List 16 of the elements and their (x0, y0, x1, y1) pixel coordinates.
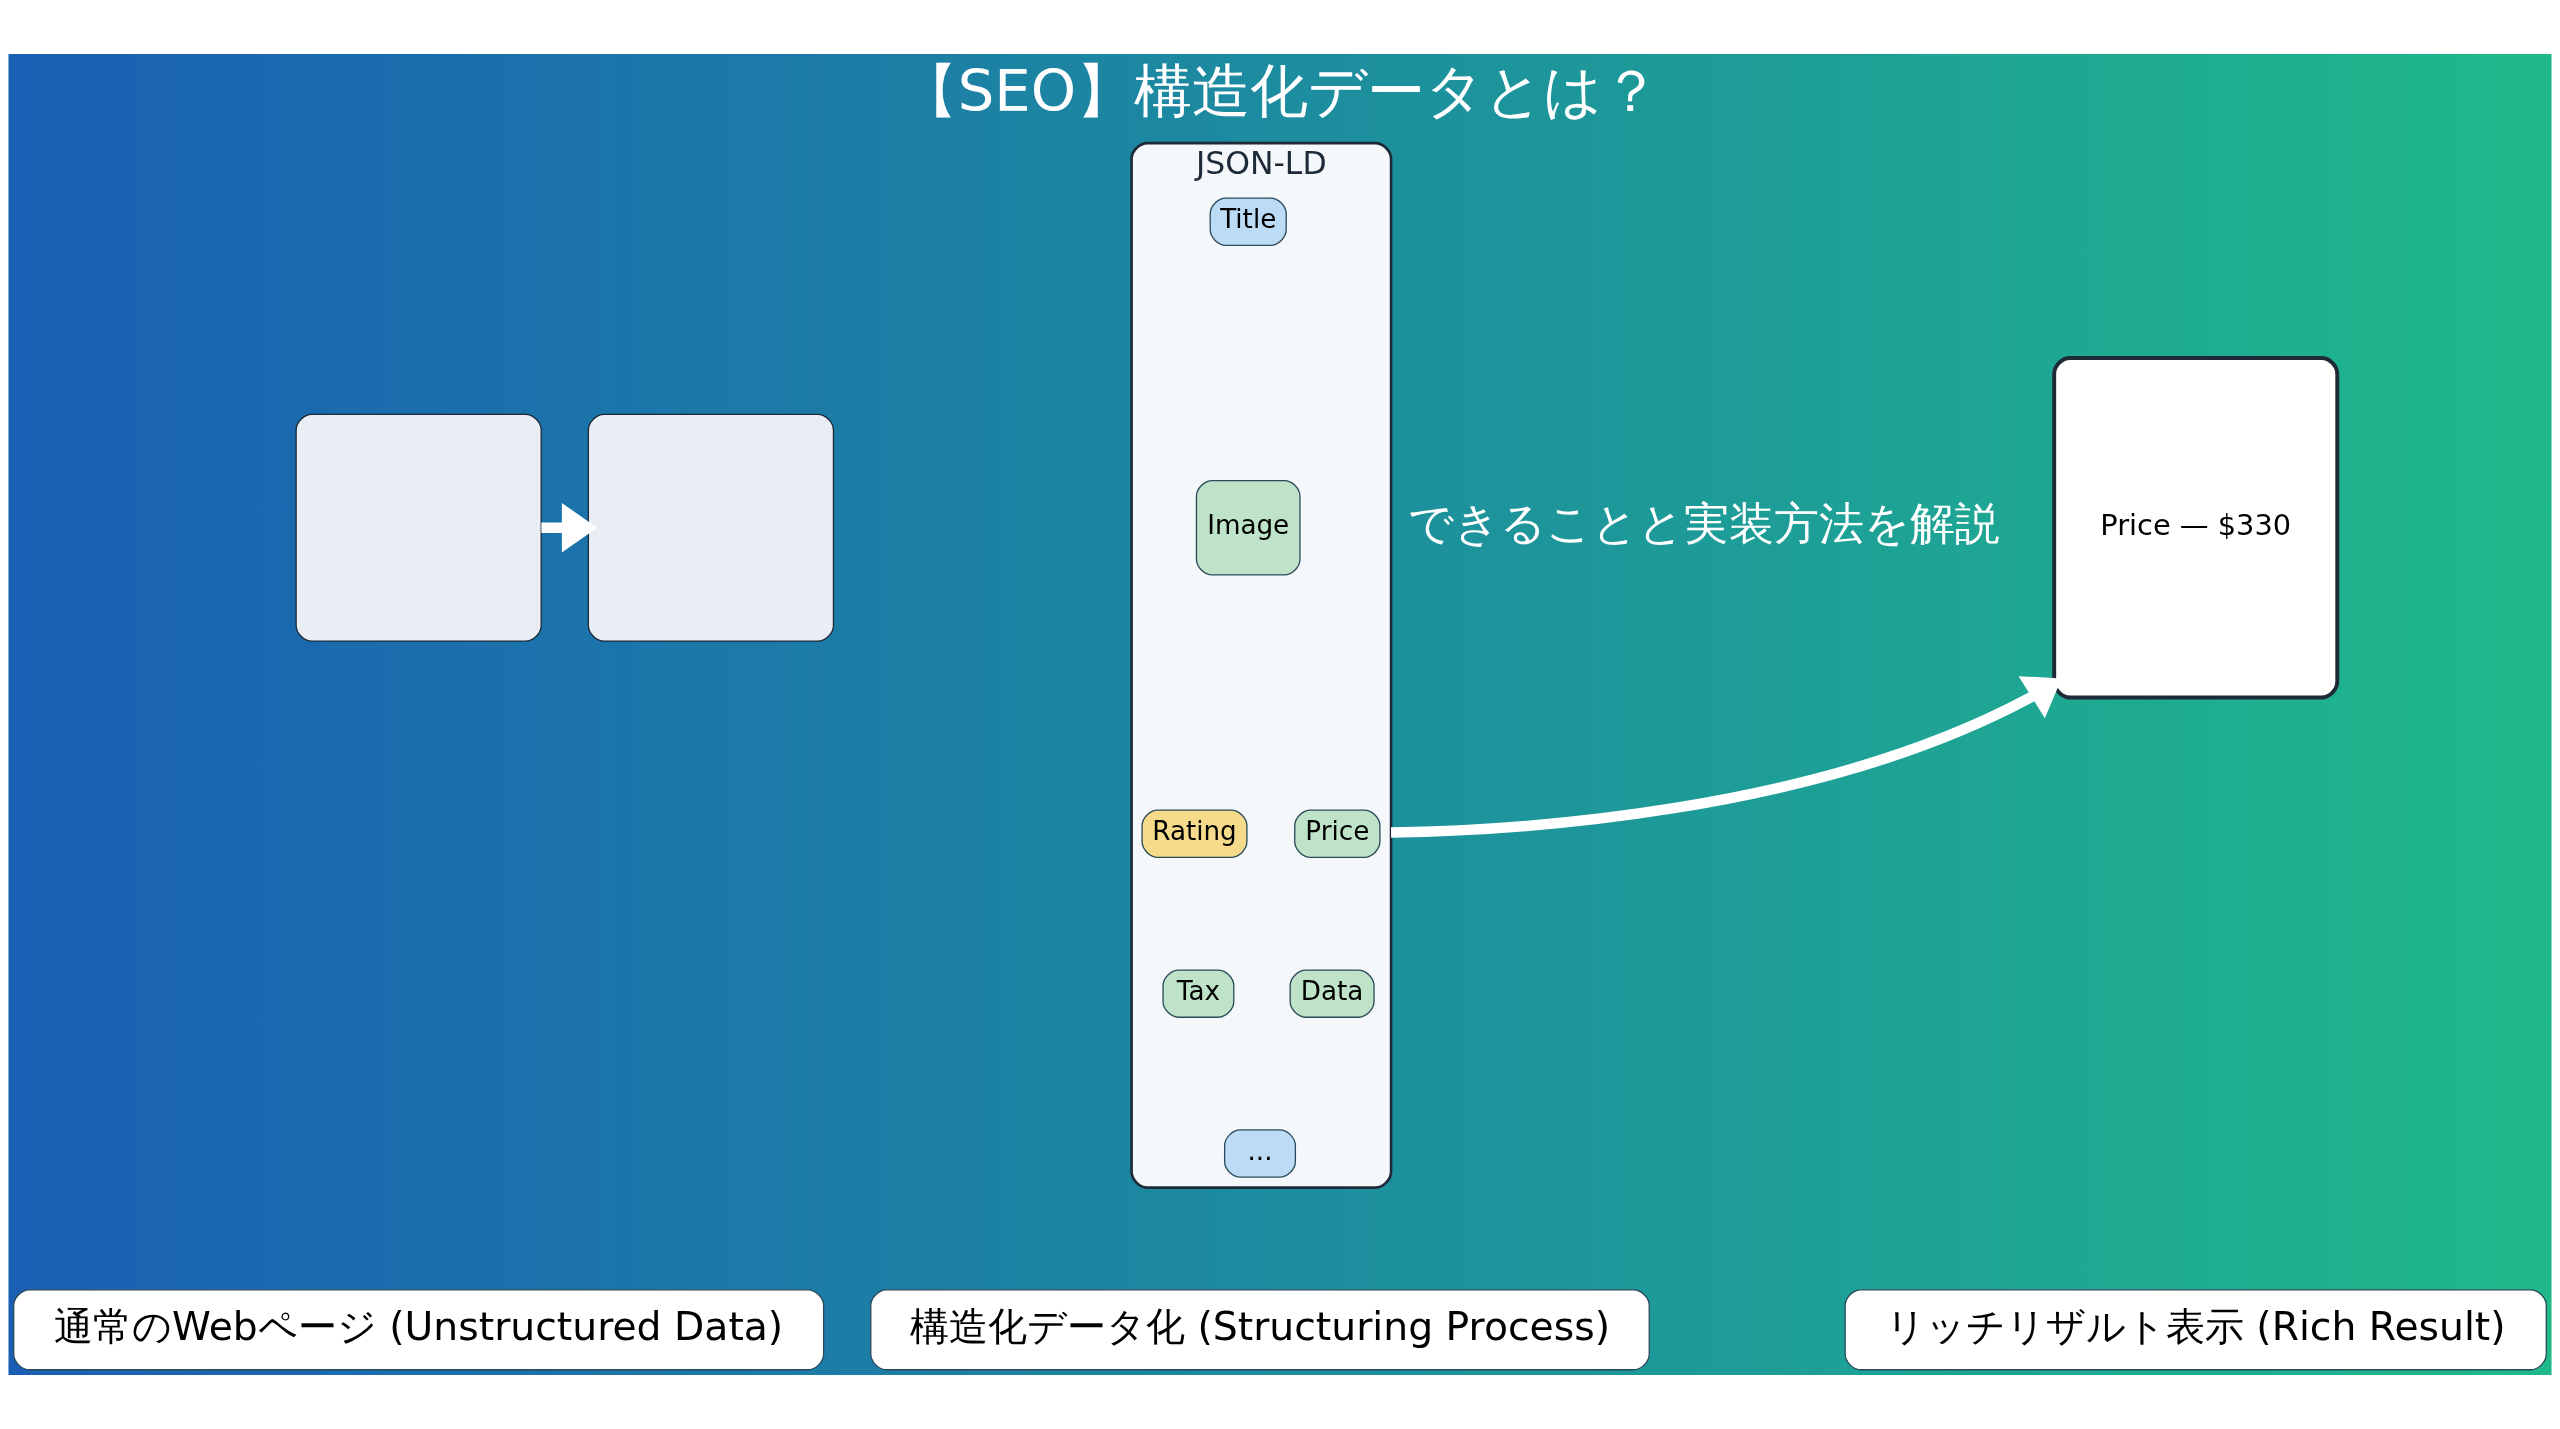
node-box: Title (1209, 197, 1287, 246)
arrow (541, 503, 598, 553)
node-box: 通常のWebページ (Unstructured Data) (13, 1289, 825, 1371)
node-box: Price (1294, 809, 1381, 858)
node-box (587, 413, 835, 642)
node-box: Rating (1141, 809, 1248, 858)
node-box: Price — $330 (2052, 356, 2340, 700)
node-box: ... (1223, 1129, 1297, 1178)
node-box: Tax (1162, 969, 1235, 1018)
node-box: Image (1195, 479, 1301, 576)
node-box: リッチリザルト表示 (Rich Result) (1844, 1289, 2547, 1371)
label: できることと実装方法を解説 (1408, 498, 2001, 551)
node-box: 構造化データ化 (Structuring Process) (870, 1289, 1650, 1371)
node-box (295, 413, 542, 642)
diagram-title: 【SEO】構造化データとは？ (899, 56, 1661, 125)
node-box: Data (1289, 969, 1375, 1018)
